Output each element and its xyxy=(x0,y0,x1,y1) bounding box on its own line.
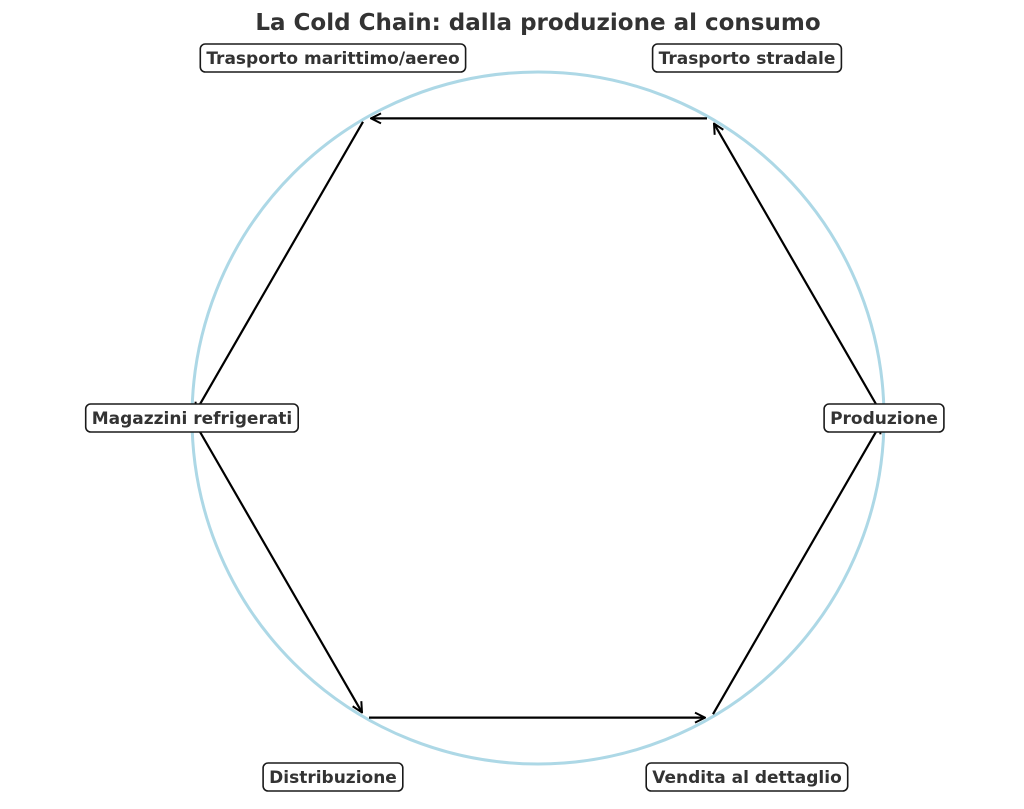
stage-label: Distribuzione xyxy=(269,768,397,788)
flow-arrow-produzione-to-trasporto-stradale xyxy=(714,124,883,416)
flow-arrow-trasporto-marittimo-aereo-to-magazzini-refrigerati xyxy=(195,121,364,413)
stage-distribuzione: Distribuzione xyxy=(262,762,404,792)
stage-produzione: Produzione xyxy=(823,403,945,433)
stage-label-box xyxy=(262,762,404,792)
stage-label-box xyxy=(84,403,299,433)
stage-label: Produzione xyxy=(830,409,938,429)
diagram-title: La Cold Chain: dalla produzione al consu… xyxy=(255,10,820,36)
stage-magazzini-refrigerati: Magazzini refrigerati xyxy=(84,403,299,433)
stage-label-box xyxy=(651,43,843,73)
flow-arrow-vendita-al-dettaglio-to-produzione xyxy=(712,423,881,715)
stage-label-box xyxy=(823,403,945,433)
stage-trasporto-marittimo-aereo: Trasporto marittimo/aereo xyxy=(199,43,467,73)
stage-label: Magazzini refrigerati xyxy=(92,409,293,429)
stage-label: Trasporto stradale xyxy=(659,49,836,69)
stage-labels: Produzione Trasporto stradale Trasporto ma… xyxy=(84,43,945,792)
flow-arrows xyxy=(193,118,883,717)
stage-label: Trasporto marittimo/aereo xyxy=(206,49,459,69)
stage-label-box xyxy=(645,762,849,792)
stage-trasporto-stradale: Trasporto stradale xyxy=(651,43,843,73)
stage-vendita-al-dettaglio: Vendita al dettaglio xyxy=(645,762,849,792)
stage-label-box xyxy=(199,43,467,73)
flow-arrow-magazzini-refrigerati-to-distribuzione xyxy=(193,420,362,713)
stage-label: Vendita al dettaglio xyxy=(652,768,842,788)
